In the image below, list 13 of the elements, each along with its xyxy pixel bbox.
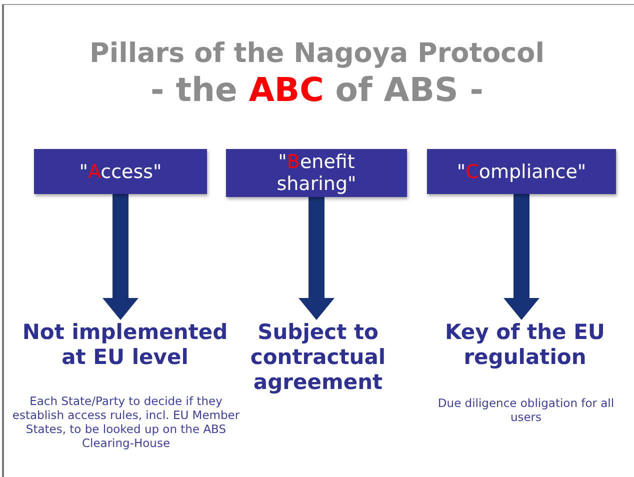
down-arrow xyxy=(504,194,540,320)
outcome-text: Subject to contractual agreement xyxy=(248,320,388,398)
title: Pillars of the Nagoya Protocol xyxy=(88,38,546,69)
down-arrow xyxy=(102,194,138,320)
pillar-box: "Benefit sharing" xyxy=(226,149,407,197)
pillar-box: "Access" xyxy=(34,149,207,194)
note: Due diligence obligation for all users xyxy=(436,396,616,424)
outcome-text: Not implemented at EU level xyxy=(14,320,236,392)
down-arrow xyxy=(298,197,334,320)
outcome-text: Key of the EU regulation xyxy=(420,320,630,372)
pillar-box: "Compliance" xyxy=(427,149,616,194)
subtitle: - the ABC of ABS - xyxy=(150,70,484,109)
note: Each State/Party to decide if they establish access rules, incl. EU Member States, to be looked up on the ABS Clearing-House xyxy=(12,394,240,450)
